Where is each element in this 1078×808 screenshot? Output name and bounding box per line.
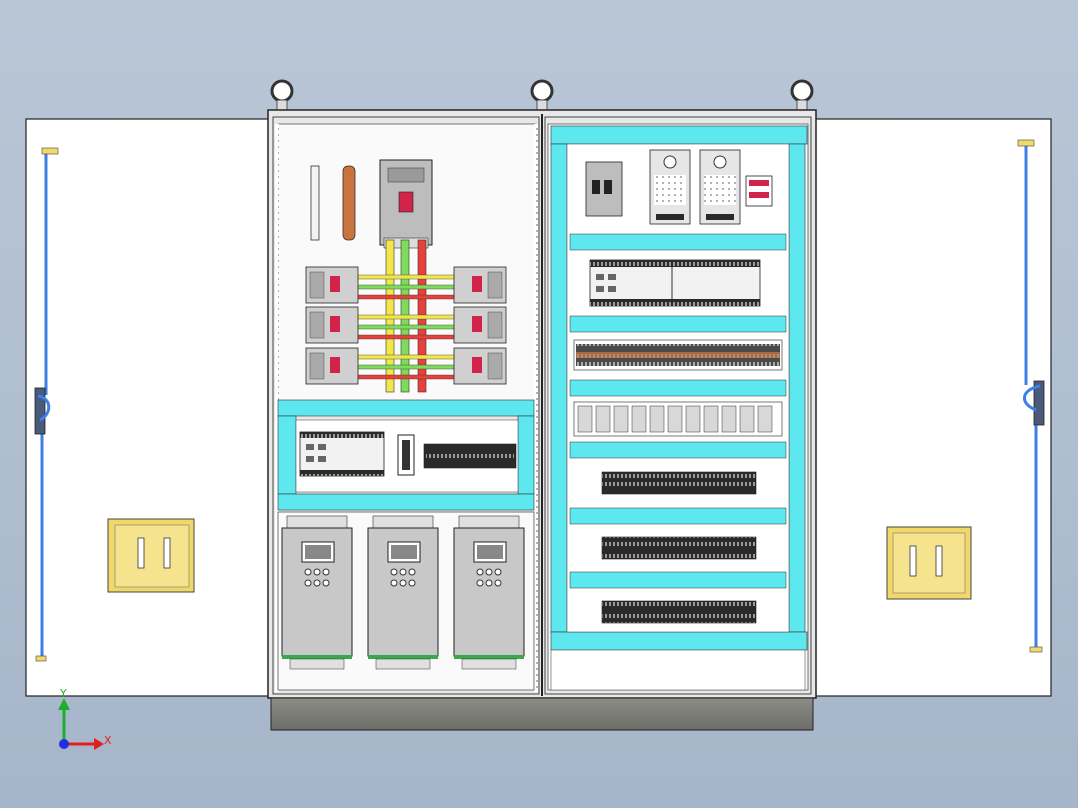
lifting-eye-icon — [530, 79, 554, 111]
din-rail — [277, 493, 535, 511]
door-handle-icon[interactable] — [34, 147, 59, 662]
breaker-icon[interactable] — [453, 266, 507, 304]
lifting-eye-icon — [790, 79, 814, 111]
breaker-icon[interactable] — [453, 306, 507, 344]
plc-module-icon — [589, 259, 761, 307]
busbars — [355, 239, 457, 393]
breaker-icon[interactable] — [585, 161, 623, 217]
axis-y-label: Y — [59, 687, 67, 700]
right-door — [811, 118, 1052, 697]
plc-module-icon — [299, 431, 385, 477]
terminal-block-icon — [745, 175, 773, 207]
vfd-drive-icon[interactable] — [453, 515, 525, 670]
cabinet-plinth — [270, 697, 814, 731]
din-rail — [550, 125, 808, 145]
lifting-eyes — [270, 79, 814, 111]
terminal-block-icon — [601, 536, 757, 560]
breaker-icon[interactable] — [305, 306, 359, 344]
door-lock-icon[interactable] — [886, 526, 972, 600]
vfd-drives — [281, 515, 525, 670]
left-door — [25, 118, 273, 697]
power-supply-icon[interactable] — [649, 149, 691, 225]
breaker-icon[interactable] — [379, 159, 433, 249]
door-lock-icon[interactable] — [107, 518, 195, 593]
right-section — [547, 123, 809, 691]
breaker-icon[interactable] — [305, 347, 359, 385]
terminal-block-icon — [601, 600, 757, 624]
lifting-eye-icon — [270, 79, 294, 111]
din-rail — [550, 631, 808, 651]
vfd-drive-icon[interactable] — [367, 515, 439, 670]
left-section — [275, 123, 538, 692]
door-handle-icon[interactable] — [1017, 139, 1045, 653]
terminal-block-icon — [601, 471, 757, 495]
din-rail — [277, 399, 535, 417]
breaker-icon[interactable] — [453, 347, 507, 385]
ground-bar — [310, 165, 356, 241]
breaker-icon[interactable] — [305, 266, 359, 304]
axis-x-label: X — [104, 734, 112, 747]
branch-breakers — [305, 266, 507, 385]
relay-icon — [573, 339, 783, 371]
vfd-drive-icon[interactable] — [281, 515, 353, 670]
coordinate-triad: Y X — [58, 687, 112, 750]
power-supply-icon[interactable] — [699, 149, 741, 225]
relay-icon — [573, 401, 783, 437]
